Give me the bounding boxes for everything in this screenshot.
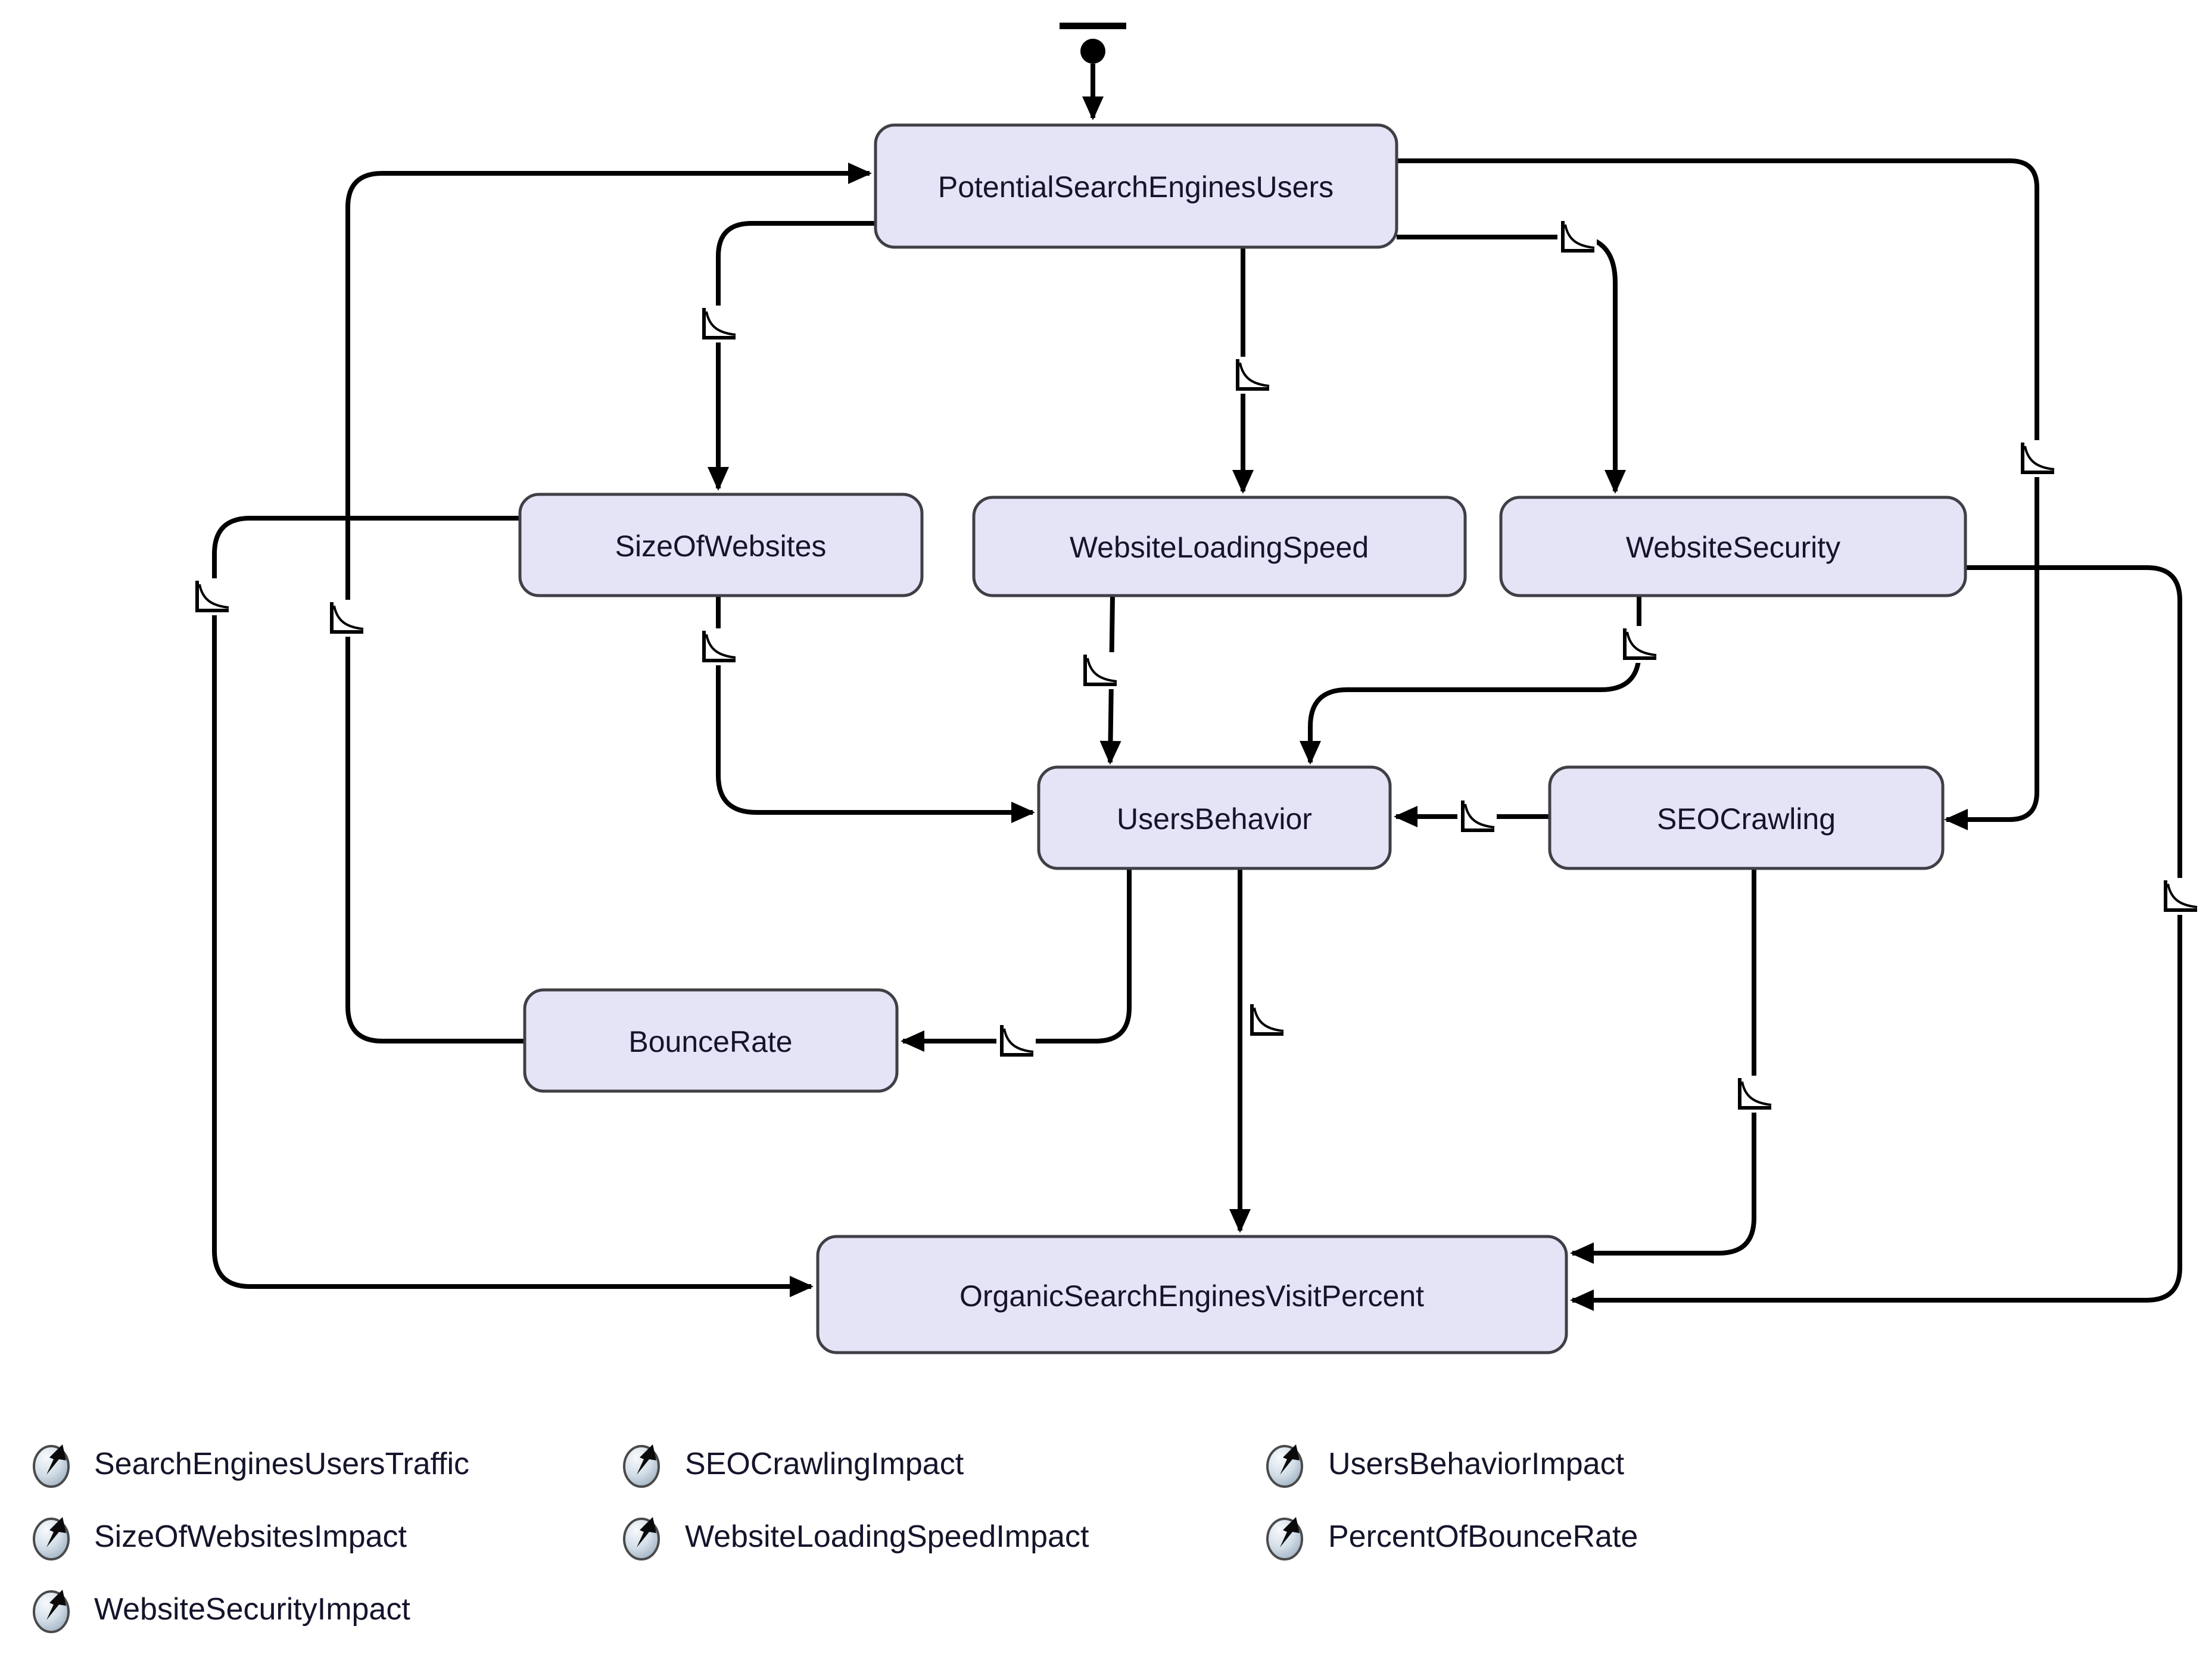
graph-function-icon[interactable] — [1457, 798, 1497, 835]
legend-item-SEOCrawlingImpact[interactable]: SEOCrawlingImpact — [623, 1443, 964, 1488]
graph-function-icon[interactable] — [699, 306, 738, 342]
initial-state-marker[interactable] — [1060, 23, 1126, 120]
state-box — [816, 1235, 1568, 1354]
dynamic-variable-icon — [33, 1516, 70, 1560]
legend-item-SizeOfWebsitesImpact[interactable]: SizeOfWebsitesImpact — [33, 1516, 407, 1560]
state-label: WebsiteSecurity — [1626, 531, 1840, 564]
graph-function-icon[interactable] — [1080, 652, 1119, 689]
state-label: SEOCrawling — [1657, 802, 1836, 836]
legend-item-label: WebsiteSecurityImpact — [94, 1592, 410, 1627]
legend-item-label: SearchEnginesUsersTraffic — [94, 1447, 469, 1481]
graph-function-icon[interactable] — [996, 1023, 1036, 1060]
edge-PotentialSearchEnginesUsers-to-SizeOfWebsites[interactable] — [708, 221, 876, 491]
legend-item-WebsiteSecurityImpact[interactable]: WebsiteSecurityImpact — [33, 1588, 410, 1633]
graph-function-icon[interactable] — [2017, 440, 2057, 477]
state-box — [518, 493, 924, 597]
edge-PotentialSearchEnginesUsers-to-SEOCrawling[interactable] — [1397, 158, 2039, 830]
edge-UsersBehavior-to-BounceRate[interactable] — [901, 868, 1132, 1052]
legend-item-label: UsersBehaviorImpact — [1328, 1447, 1625, 1481]
state-label: WebsiteLoadingSpeed — [1070, 531, 1369, 564]
edge-WebsiteSecurity-to-OrganicSearchEnginesVisitPercent[interactable] — [1570, 565, 2182, 1311]
legend-item-PercentOfBounceRate[interactable]: PercentOfBounceRate — [1266, 1516, 1638, 1560]
graph-function-icon[interactable] — [1232, 357, 1272, 394]
edge-PotentialSearchEnginesUsers-to-WebsiteSecurity[interactable] — [1397, 235, 1626, 494]
dynamic-variable-icon — [623, 1443, 660, 1488]
state-OrganicSearchEnginesVisitPercent[interactable]: OrganicSearchEnginesVisitPercent — [816, 1235, 1568, 1354]
state-box — [1037, 765, 1392, 870]
state-label: SizeOfWebsites — [615, 529, 827, 563]
dynamic-variable-icon — [623, 1516, 660, 1560]
dynamic-variable-icon — [1266, 1443, 1303, 1488]
graph-function-icon[interactable] — [192, 578, 231, 615]
legend-item-label: WebsiteLoadingSpeedImpact — [685, 1519, 1089, 1554]
state-box — [523, 988, 899, 1093]
state-SizeOfWebsites[interactable]: SizeOfWebsites — [518, 493, 924, 597]
graph-function-icon[interactable] — [1557, 219, 1597, 256]
state-WebsiteLoadingSpeed[interactable]: WebsiteLoadingSpeed — [972, 496, 1467, 597]
legend-item-WebsiteLoadingSpeedImpact[interactable]: WebsiteLoadingSpeedImpact — [623, 1516, 1089, 1560]
graph-function-icon[interactable] — [1619, 626, 1659, 663]
legend-item-SearchEnginesUsersTraffic[interactable]: SearchEnginesUsersTraffic — [33, 1443, 469, 1488]
graph-function-icon[interactable] — [699, 628, 738, 665]
state-UsersBehavior[interactable]: UsersBehavior — [1037, 765, 1392, 870]
state-label: OrganicSearchEnginesVisitPercent — [959, 1279, 1424, 1313]
legend-item-label: PercentOfBounceRate — [1328, 1519, 1638, 1554]
legend-item-label: SizeOfWebsitesImpact — [94, 1519, 407, 1554]
state-box — [972, 496, 1467, 597]
edge-WebsiteSecurity-to-UsersBehavior[interactable] — [1300, 596, 1641, 765]
edge-BounceRate-to-PotentialSearchEnginesUsers[interactable] — [345, 163, 872, 1044]
state-label: BounceRate — [628, 1025, 792, 1058]
state-box — [874, 123, 1398, 249]
dynamic-variable-icon — [1266, 1516, 1303, 1560]
state-PotentialSearchEnginesUsers[interactable]: PotentialSearchEnginesUsers — [874, 123, 1398, 249]
graph-function-icon[interactable] — [1247, 1002, 1286, 1039]
state-label: UsersBehavior — [1117, 802, 1312, 836]
legend-item-label: SEOCrawlingImpact — [685, 1447, 964, 1481]
graph-function-icon[interactable] — [1734, 1076, 1774, 1113]
graph-function-icon[interactable] — [2160, 878, 2199, 915]
state-box — [1548, 765, 1945, 870]
legend-item-UsersBehaviorImpact[interactable]: UsersBehaviorImpact — [1266, 1443, 1625, 1488]
state-WebsiteSecurity[interactable]: WebsiteSecurity — [1499, 496, 1967, 597]
state-label: PotentialSearchEnginesUsers — [938, 170, 1334, 204]
edge-SEOCrawling-to-OrganicSearchEnginesVisitPercent[interactable] — [1570, 868, 1756, 1264]
initial-state-dot — [1080, 39, 1105, 64]
edge-SizeOfWebsites-to-OrganicSearchEnginesVisitPercent[interactable] — [212, 516, 814, 1297]
dynamic-variable-icon — [33, 1588, 70, 1633]
dynamic-variable-icon — [33, 1443, 70, 1488]
graph-function-icon[interactable] — [326, 600, 366, 637]
state-BounceRate[interactable]: BounceRate — [523, 988, 899, 1093]
initial-state-bar — [1060, 23, 1126, 29]
legend: SearchEnginesUsersTraffic SEOCrawlingImp… — [33, 1443, 1638, 1633]
edge-SizeOfWebsites-to-UsersBehavior[interactable] — [716, 596, 1035, 823]
state-SEOCrawling[interactable]: SEOCrawling — [1548, 765, 1945, 870]
state-box — [1499, 496, 1967, 597]
